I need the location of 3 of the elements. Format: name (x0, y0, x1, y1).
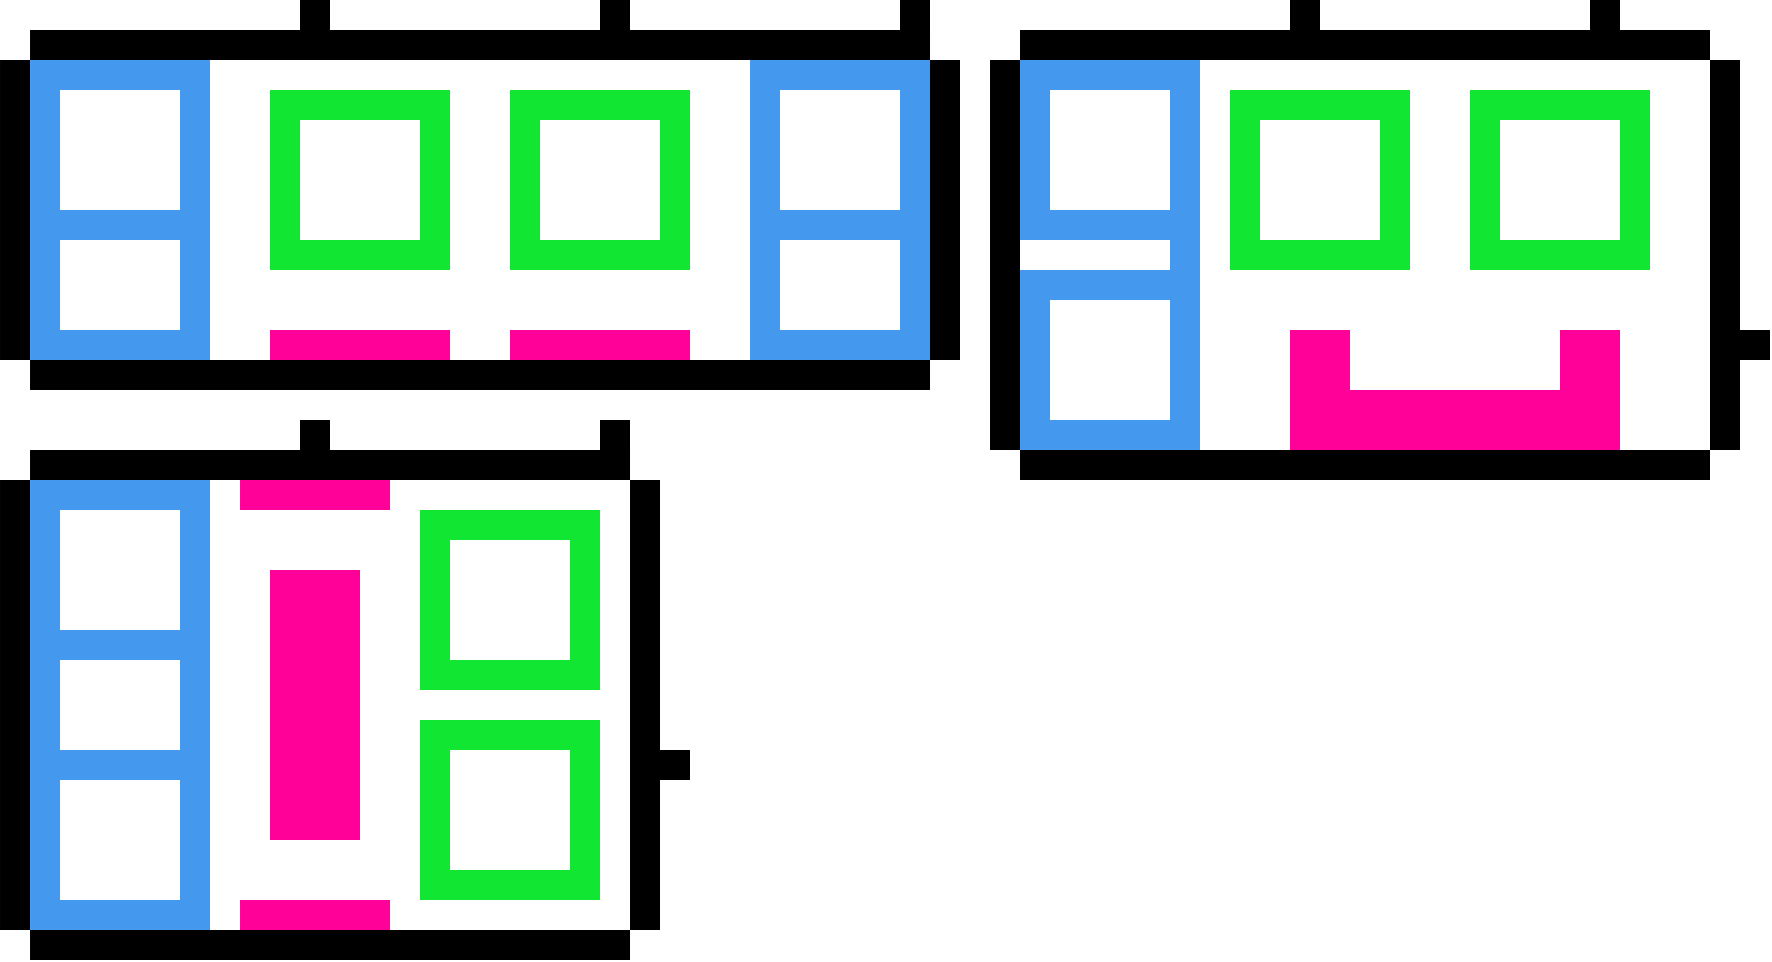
floor-plan-drawing (990, 0, 1770, 480)
floor-plan-drawing (0, 0, 960, 390)
floor-plan-drawing (0, 420, 690, 960)
